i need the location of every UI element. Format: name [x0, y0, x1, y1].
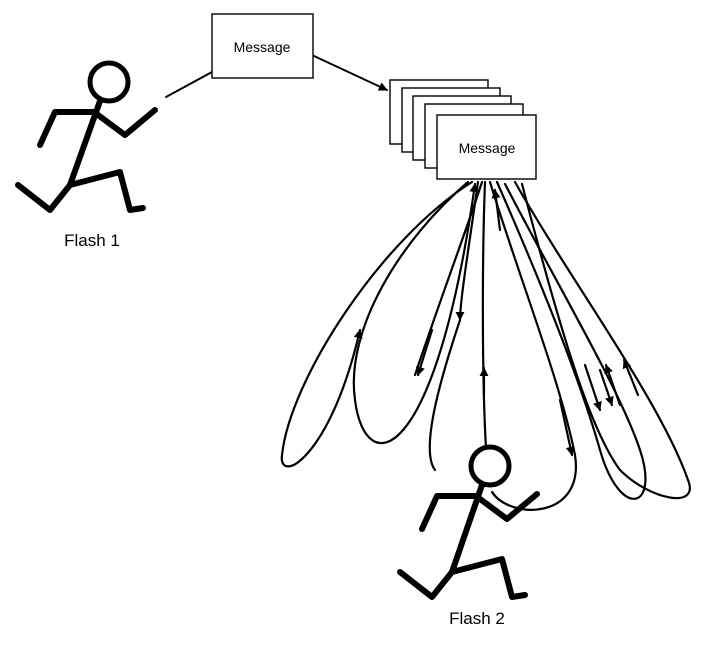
- loop-2: [352, 180, 479, 445]
- loop-6-up: [604, 363, 622, 407]
- message-to-queue-arrow: [313, 55, 388, 91]
- loop-1: [280, 180, 474, 468]
- loop-7: [513, 180, 691, 500]
- loop-4: [481, 180, 488, 450]
- loop-6-down: [583, 363, 602, 412]
- message-box: Message: [211, 13, 314, 79]
- loop-3b: [428, 318, 462, 472]
- message-box-label: Message: [234, 39, 291, 55]
- flash-2-label: Flash 2: [449, 609, 505, 628]
- flash-2-figure: [397, 444, 540, 600]
- loop-7-up: [622, 358, 640, 397]
- loop-3-up: [416, 328, 434, 377]
- flash1-to-message-line: [165, 71, 213, 98]
- queue-top-message-label: Message: [459, 140, 516, 156]
- loop-7-down: [598, 368, 614, 407]
- message-queue: Message: [389, 79, 537, 180]
- polling-loops: [280, 180, 691, 511]
- loop-3c: [413, 180, 484, 377]
- loop-6: [495, 180, 647, 500]
- loop-5-up: [491, 188, 502, 232]
- loop-5-down: [558, 398, 575, 457]
- flash-1-figure: [15, 60, 158, 213]
- flash-1-label: Flash 1: [64, 231, 120, 250]
